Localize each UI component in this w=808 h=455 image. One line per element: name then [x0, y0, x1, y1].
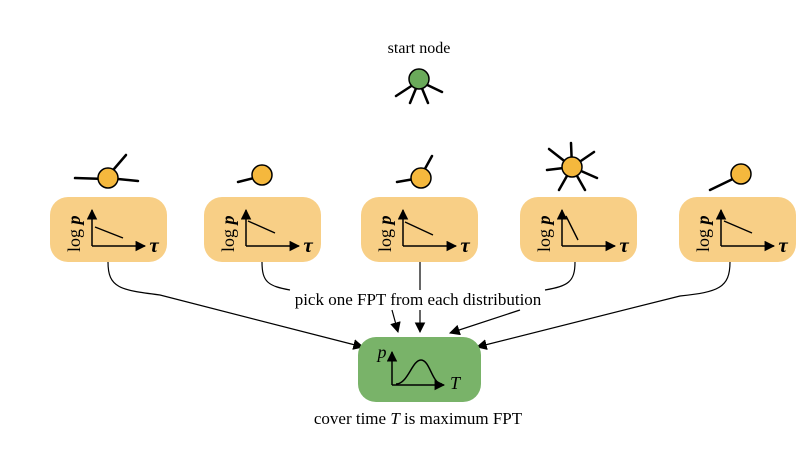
connector-4	[544, 261, 576, 291]
y-axis-label: log p	[375, 215, 395, 252]
distribution-box-3: log p τ	[361, 197, 478, 262]
caption: cover time T is maximum FPT	[314, 409, 523, 428]
x-axis-label: τ	[460, 233, 470, 257]
x-axis-label: τ	[619, 233, 629, 257]
distribution-box-4: log p τ	[520, 197, 637, 262]
decay-line	[723, 220, 753, 234]
result-box: p T	[358, 337, 481, 402]
connector-2b	[390, 309, 401, 334]
caption-var: T	[390, 409, 401, 428]
result-curve	[395, 359, 443, 385]
decay-line	[565, 215, 579, 241]
result-y-label: p	[376, 342, 387, 362]
node-icon-4	[545, 141, 599, 192]
x-axis-label: τ	[303, 233, 313, 257]
connectors	[107, 261, 731, 350]
connector-2	[261, 261, 291, 291]
distribution-box-5: log p τ	[679, 197, 796, 262]
node-icon-5	[708, 163, 752, 192]
y-axis-label: log p	[534, 215, 554, 252]
decay-line	[247, 220, 276, 234]
caption-before: cover time	[314, 409, 390, 428]
y-axis-label: log p	[218, 215, 238, 252]
start-node	[394, 68, 444, 105]
x-axis-label: τ	[149, 233, 159, 257]
node-icon-1	[73, 153, 140, 189]
decay-line	[404, 221, 434, 236]
decay-line	[94, 226, 124, 239]
y-axis-label: log p	[693, 215, 713, 252]
start-node-label: start node	[388, 40, 451, 57]
distribution-box-1: log p τ	[50, 197, 167, 262]
x-axis-label: τ	[778, 233, 788, 257]
connector-4b	[448, 309, 521, 336]
result-x-label: T	[450, 373, 462, 393]
node-icon-2	[236, 164, 273, 186]
connector-5	[475, 261, 731, 350]
distribution-box-2: log p τ	[204, 197, 321, 262]
connector-1	[107, 261, 365, 350]
y-axis-label: log p	[64, 215, 84, 252]
pick-label: pick one FPT from each distribution	[295, 290, 542, 309]
node-icon-3	[395, 154, 434, 189]
caption-after: is maximum FPT	[400, 409, 523, 428]
